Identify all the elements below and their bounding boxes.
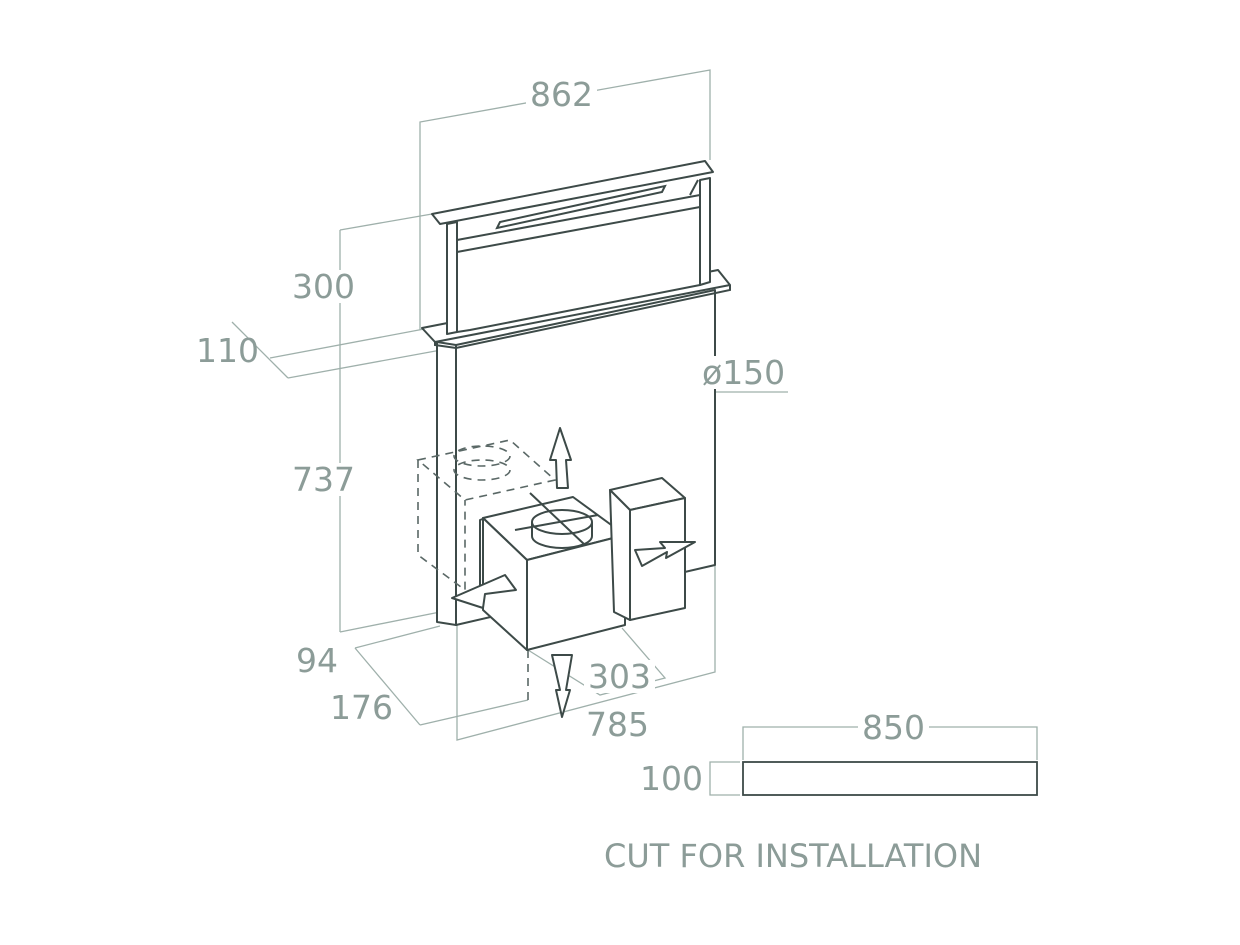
- dim-850: 850: [858, 711, 929, 744]
- caption: CUT FOR INSTALLATION: [600, 840, 987, 872]
- motor-box: [479, 492, 626, 651]
- dim-diameter-150: ø150: [698, 356, 790, 389]
- dim-94: 94: [296, 641, 338, 680]
- alternate-motor-dashed: [416, 439, 557, 700]
- dim-100: 100: [640, 759, 703, 798]
- dim-176: 176: [330, 688, 393, 727]
- dim-785: 785: [582, 708, 653, 741]
- dim-862: 862: [526, 78, 597, 111]
- side-box: [609, 477, 686, 621]
- dim-737: 737: [288, 463, 359, 496]
- dim-303: 303: [584, 660, 655, 693]
- cutout-drawing: [709, 726, 1038, 796]
- dim-300: 300: [288, 270, 359, 303]
- airflow-arrows: [451, 427, 696, 718]
- dim-110: 110: [196, 331, 259, 370]
